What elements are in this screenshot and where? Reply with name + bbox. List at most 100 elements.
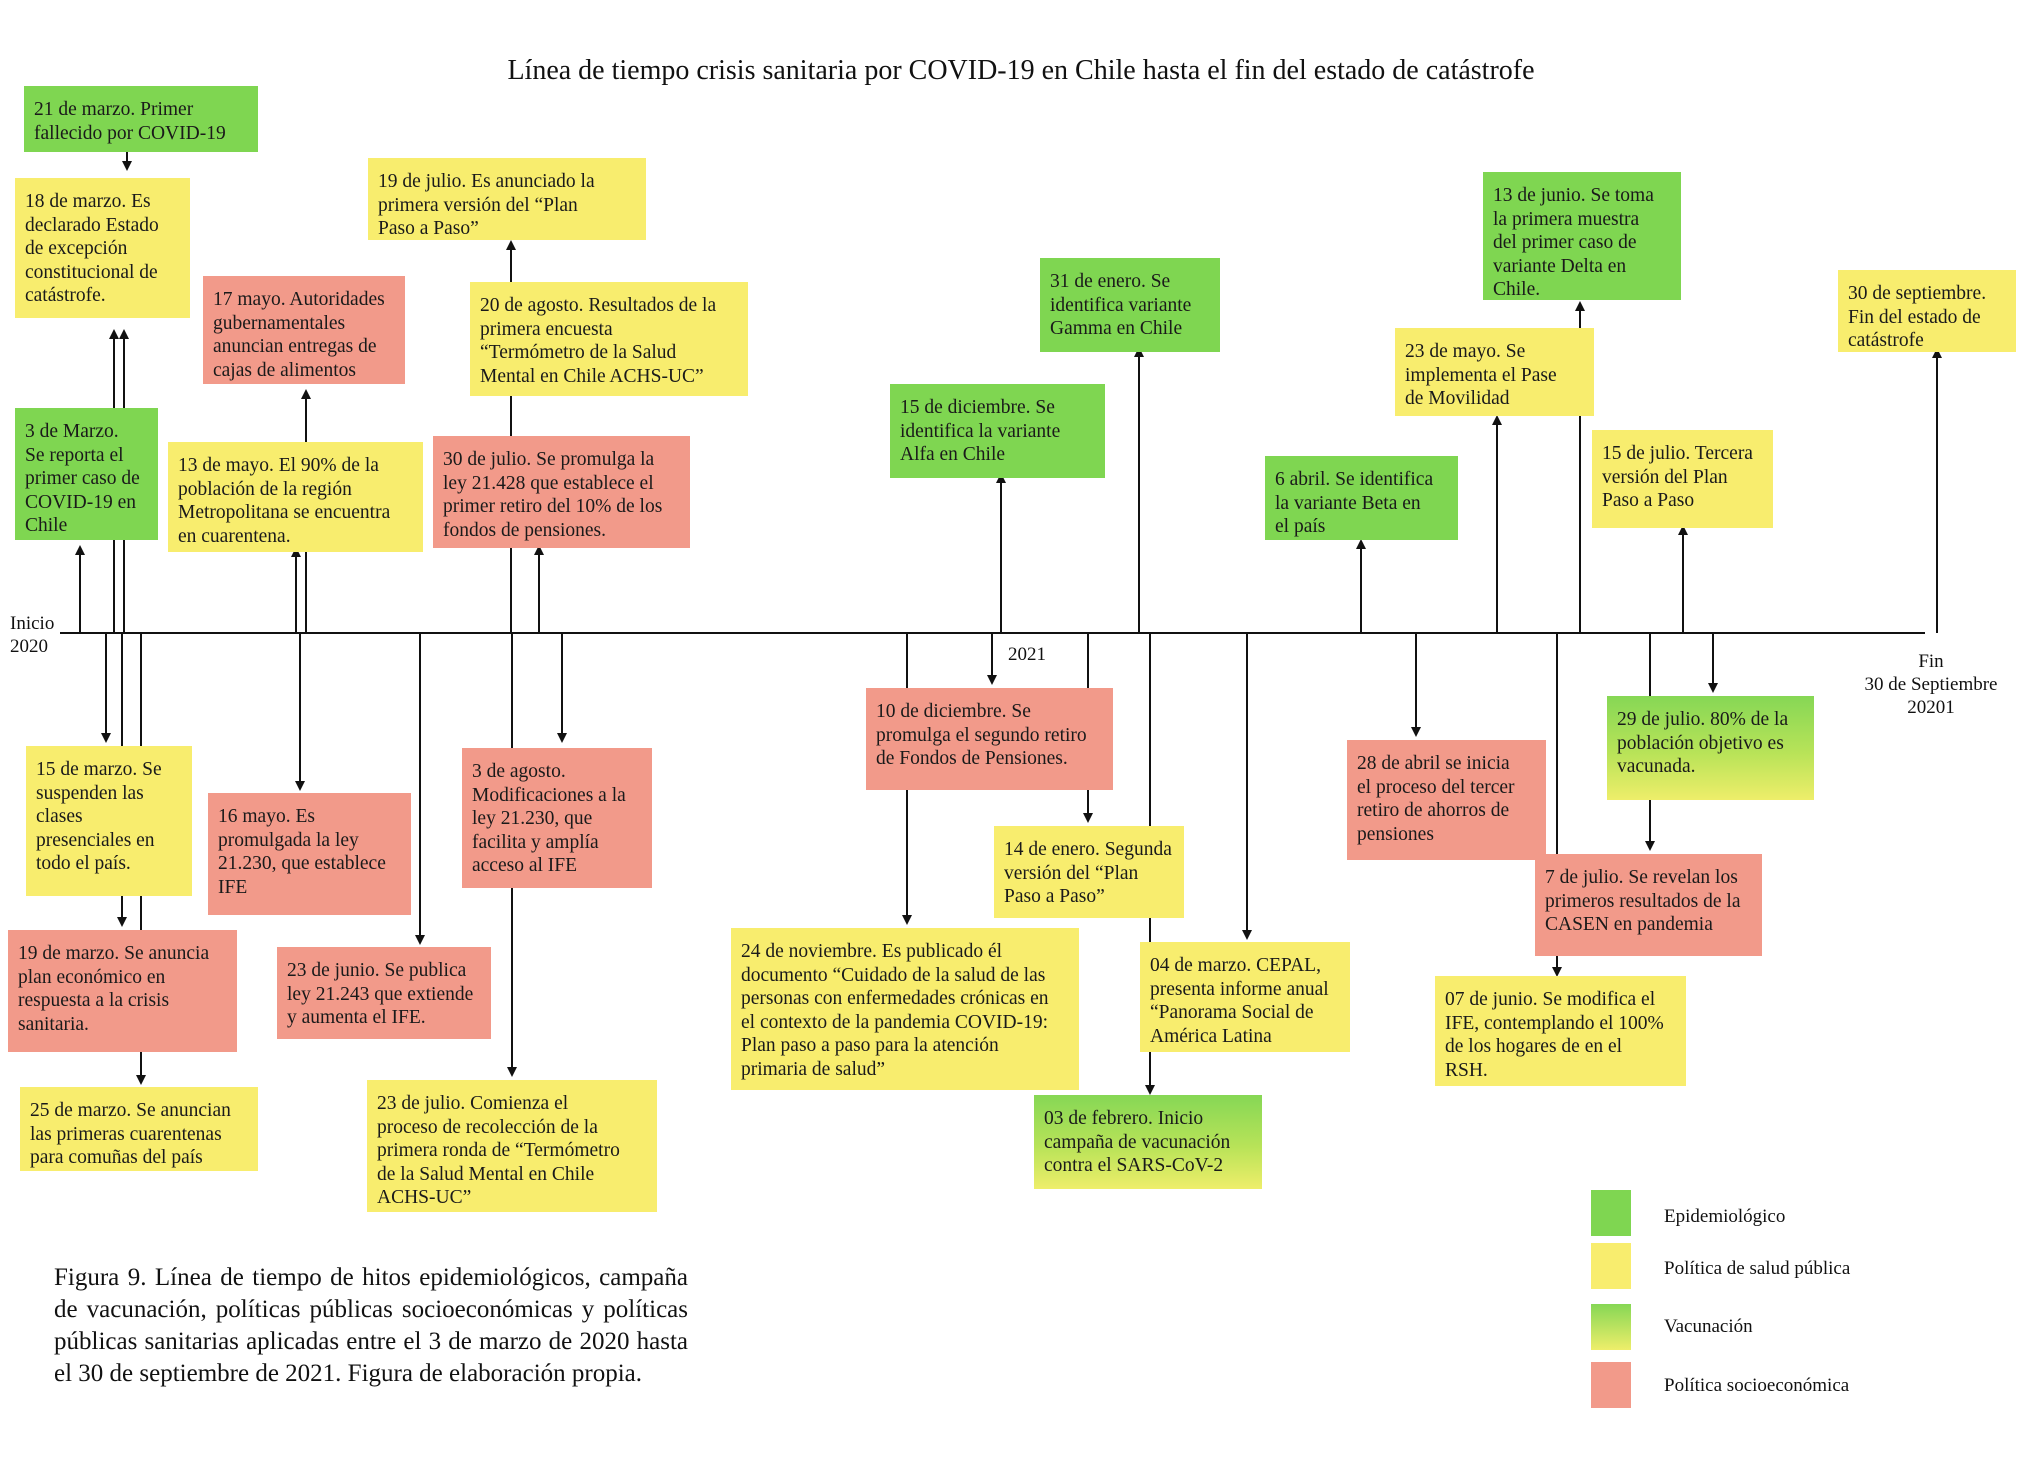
event-text-line: en cuarentena. bbox=[178, 525, 291, 547]
event-text-line: 10 de diciembre. Se bbox=[876, 701, 1031, 722]
event-text-line: 3 de agosto. bbox=[472, 761, 566, 782]
event-text-line: el proceso del tercer bbox=[1357, 776, 1515, 798]
event-text-line: para comuñas del país bbox=[30, 1147, 203, 1168]
event-text-line: 6 abril. Se identifica bbox=[1275, 469, 1434, 490]
event-text-line: el contexto de la pandemia COVID-19: bbox=[741, 1011, 1049, 1033]
event-text-line: constitucional de bbox=[25, 261, 158, 283]
event-text-line: primera ronda de “Termómetro bbox=[377, 1140, 620, 1161]
timeline-start-label: Inicio 2020 bbox=[10, 613, 55, 657]
event-text-line: Se reporta el bbox=[25, 444, 124, 466]
event-text-line: población objetivo es bbox=[1617, 732, 1784, 754]
event-text-line: campaña de vacunación bbox=[1044, 1131, 1231, 1153]
event-text-line: “Panorama Social de bbox=[1150, 1002, 1314, 1023]
event-text-line: primeros resultados de la bbox=[1545, 890, 1741, 912]
event-text-line: documento “Cuidado de la salud de las bbox=[741, 964, 1046, 986]
event-text-line: 23 de julio. Comienza el bbox=[377, 1093, 569, 1114]
event-text-line: IFE, contemplando el 100% bbox=[1445, 1012, 1664, 1034]
event-text-line: Paso a Paso” bbox=[1004, 886, 1105, 907]
event-text-line: ley 21.230, que bbox=[472, 808, 593, 829]
event-text-line: Mental en Chile ACHS-UC” bbox=[480, 365, 704, 387]
event-text-line: América Latina bbox=[1150, 1025, 1272, 1047]
legend-swatch-politica-salud bbox=[1591, 1243, 1631, 1289]
event-text-line: versión del Plan bbox=[1602, 466, 1728, 488]
event-text-line: 20 de agosto. Resultados de la bbox=[480, 295, 717, 316]
event-text-line: promulga el segundo retiro bbox=[876, 724, 1087, 746]
legend-label-vacunacion: Vacunación bbox=[1664, 1316, 1753, 1337]
event-text-line: 17 mayo. Autoridades bbox=[213, 289, 385, 310]
event-text-line: facilita y amplía bbox=[472, 831, 599, 853]
event-text-line: personas con enfermedades crónicas en bbox=[741, 988, 1049, 1009]
event-text-line: cajas de alimentos bbox=[213, 359, 356, 381]
event-text-line: 15 de marzo. Se bbox=[36, 759, 162, 780]
event-text-line: y aumenta el IFE. bbox=[287, 1007, 426, 1028]
event-text-line: 07 de junio. Se modifica el bbox=[1445, 989, 1656, 1010]
event-text-line: Metropolitana se encuentra bbox=[178, 502, 391, 523]
event-text-line: CASEN en pandemia bbox=[1545, 914, 1713, 935]
event-text-line: implementa el Pase bbox=[1405, 364, 1557, 386]
event-text-line: 3 de Marzo. bbox=[25, 421, 119, 442]
event-text-line: 30 de julio. Se promulga la bbox=[443, 449, 655, 470]
event-text-line: 16 mayo. Es bbox=[218, 806, 315, 827]
event-text-line: de la Salud Mental en Chile bbox=[377, 1163, 595, 1185]
legend-swatch-socioeconomica bbox=[1591, 1362, 1631, 1408]
event-text-line: primer caso de bbox=[25, 468, 140, 489]
legend-swatch-epidemiologico bbox=[1591, 1190, 1631, 1236]
event-text-line: 23 de junio. Se publica bbox=[287, 960, 467, 981]
event-text-line: RSH. bbox=[1445, 1059, 1488, 1081]
event-text-line: acceso al IFE bbox=[472, 855, 578, 876]
event-text-line: retiro de ahorros de bbox=[1357, 800, 1510, 821]
event-text-line: Paso a Paso bbox=[1602, 490, 1695, 511]
event-text-line: de excepción bbox=[25, 238, 128, 259]
legend-swatch-vacunacion bbox=[1591, 1304, 1631, 1350]
event-text-line: de los hogares de en el bbox=[1445, 1036, 1623, 1057]
event-text-line: fondos de pensiones. bbox=[443, 519, 607, 541]
event-text-line: 04 de marzo. CEPAL, bbox=[1150, 955, 1321, 976]
event-text-line: respuesta a la crisis bbox=[18, 990, 170, 1011]
event-text-line: catástrofe. bbox=[25, 285, 106, 306]
event-text-line: 03 de febrero. Inicio bbox=[1044, 1108, 1204, 1129]
event-text-line: 30 de septiembre. bbox=[1848, 283, 1987, 304]
event-text-line: catástrofe bbox=[1848, 330, 1924, 351]
event-text-line: gubernamentales bbox=[213, 312, 346, 334]
event-text-line: 13 de mayo. El 90% de la bbox=[178, 455, 379, 476]
event-text-line: 31 de enero. Se bbox=[1050, 271, 1171, 292]
event-text-line: Plan paso a paso para la atención bbox=[741, 1035, 999, 1056]
event-text-line: la primera muestra bbox=[1493, 208, 1640, 230]
event-text-line: ley 21.428 que establece el bbox=[443, 472, 654, 494]
event-text-line: promulgada la ley bbox=[218, 829, 359, 851]
event-text-line: contra el SARS-CoV-2 bbox=[1044, 1155, 1224, 1176]
timeline-2021-label: 2021 bbox=[1008, 644, 1046, 665]
event-text-line: plan económico en bbox=[18, 966, 166, 988]
event-text-line: de Fondos de Pensiones. bbox=[876, 748, 1068, 769]
event-text-line: 13 de junio. Se toma bbox=[1493, 185, 1654, 206]
event-text-line: las primeras cuarentenas bbox=[30, 1123, 222, 1145]
timeline-end-label: Fin 30 de Septiembre 20201 bbox=[1864, 651, 1998, 718]
event-text-line: 19 de marzo. Se anuncia bbox=[18, 943, 210, 964]
event-text-line: 23 de mayo. Se bbox=[1405, 341, 1526, 362]
event-text-line: vacunada. bbox=[1617, 756, 1696, 777]
event-text-line: 24 de noviembre. Es publicado él bbox=[741, 941, 1003, 962]
event-text-line: identifica variante bbox=[1050, 294, 1192, 316]
event-text-line: “Termómetro de la Salud bbox=[480, 342, 677, 363]
event-text-line: primaria de salud” bbox=[741, 1058, 886, 1080]
event-text-line: Fin del estado de bbox=[1848, 306, 1981, 328]
